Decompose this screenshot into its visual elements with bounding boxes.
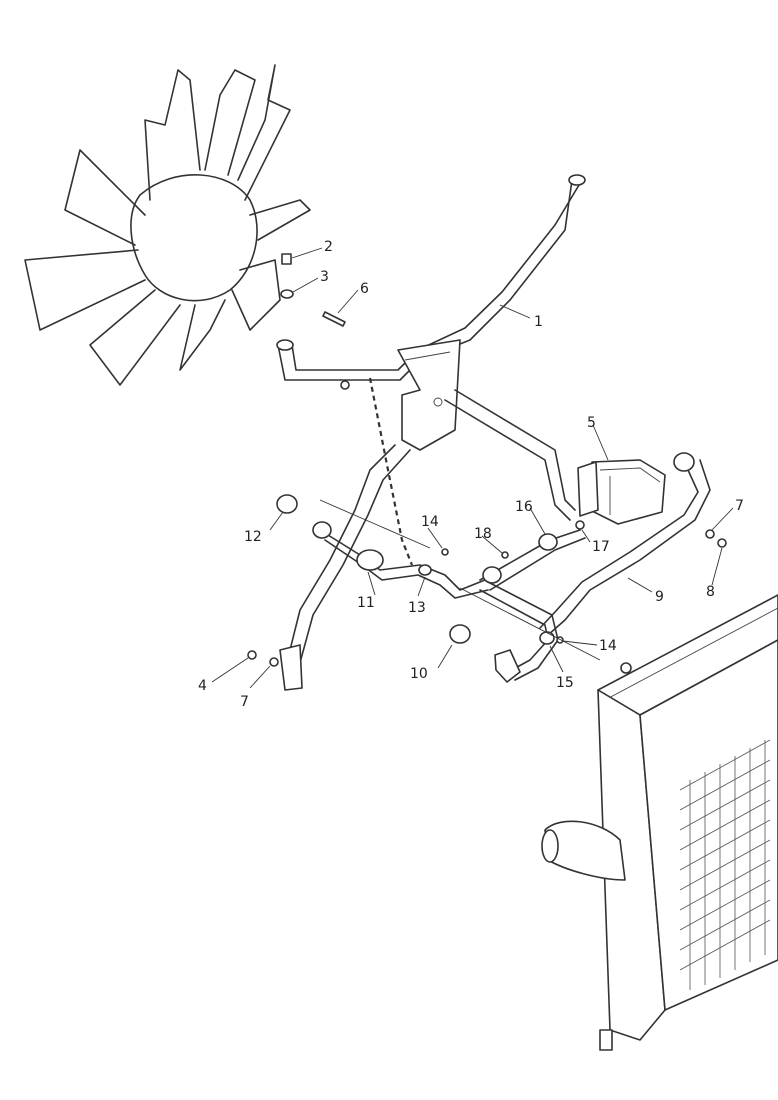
callout-2: 2 xyxy=(324,239,333,255)
part-11-fitting xyxy=(356,549,384,571)
fan-blade-top-left xyxy=(144,69,201,201)
part-2-bolt xyxy=(281,253,292,265)
fan-blade-far-left xyxy=(24,249,146,331)
callout-8: 8 xyxy=(706,584,715,600)
fan-blade-bottom xyxy=(179,299,226,371)
small-parts xyxy=(247,253,727,667)
fan-blade-left xyxy=(64,149,146,246)
callout-7-right: 7 xyxy=(735,498,744,514)
callout-14-lower: 14 xyxy=(599,638,617,654)
hose-end-elbow xyxy=(494,649,521,683)
middle-fitting xyxy=(482,566,502,584)
fan-blade-top-right xyxy=(237,64,291,201)
mounting-bracket xyxy=(397,339,461,451)
callout-7-left: 7 xyxy=(240,694,249,710)
fan-hub xyxy=(130,174,258,302)
middle-tube xyxy=(312,521,586,599)
callout-18: 18 xyxy=(474,526,492,542)
tube-9-elbow-end xyxy=(673,452,695,472)
callout-17: 17 xyxy=(592,539,610,555)
callout-10: 10 xyxy=(410,666,428,682)
fan-blade-bottom-left xyxy=(89,289,181,386)
callout-16: 16 xyxy=(515,499,533,515)
hidden-line xyxy=(368,377,414,566)
upper-tube-1 xyxy=(276,174,586,381)
part-18-screw xyxy=(501,551,509,559)
part-3-washer xyxy=(280,289,294,299)
leader-lines xyxy=(211,247,734,689)
left-fitting xyxy=(312,521,332,539)
callout-15: 15 xyxy=(556,675,574,691)
part-17-washer xyxy=(575,520,585,530)
callout-6: 6 xyxy=(360,281,369,297)
radiator-inlet-neck xyxy=(544,820,626,881)
part-8-nut xyxy=(717,538,727,548)
callout-labels: 1 2 3 4 5 6 7 7 8 9 10 11 12 13 14 14 15… xyxy=(198,239,744,710)
radiator-drain xyxy=(599,1029,613,1051)
part-15-fitting xyxy=(539,631,555,645)
lower-left-bracket xyxy=(279,644,303,691)
fan-blade-right xyxy=(249,199,311,241)
fan-blade-top xyxy=(204,69,256,176)
part-4-screw xyxy=(247,650,257,660)
callout-12: 12 xyxy=(244,529,262,545)
part-13-clamp xyxy=(418,564,432,576)
cooling-fan xyxy=(24,64,311,386)
callout-14-upper: 14 xyxy=(421,514,439,530)
callout-4: 4 xyxy=(198,678,207,694)
callout-3: 3 xyxy=(320,269,329,285)
callout-13: 13 xyxy=(408,600,426,616)
tube-1-top-end xyxy=(568,174,586,186)
radiator-core-mesh xyxy=(679,739,771,990)
part-7-washer-right xyxy=(705,529,715,539)
part-7-washer-left xyxy=(269,657,279,667)
callout-11: 11 xyxy=(357,595,375,611)
part-6-screw xyxy=(322,311,346,327)
callout-9: 9 xyxy=(655,589,664,605)
callout-1: 1 xyxy=(534,314,543,330)
fan-blade-right-lower xyxy=(231,259,281,331)
bracket-screw xyxy=(340,380,350,390)
valve-block-5 xyxy=(577,459,666,525)
radiator xyxy=(541,594,778,1051)
tube-9 xyxy=(284,389,711,671)
part-12-grommet xyxy=(276,494,298,514)
part-16-fitting xyxy=(538,533,558,551)
callout-5: 5 xyxy=(587,415,596,431)
tube-1-left-end xyxy=(276,339,294,351)
part-10-grommet xyxy=(449,624,471,644)
part-14-upper-screw xyxy=(441,548,449,556)
